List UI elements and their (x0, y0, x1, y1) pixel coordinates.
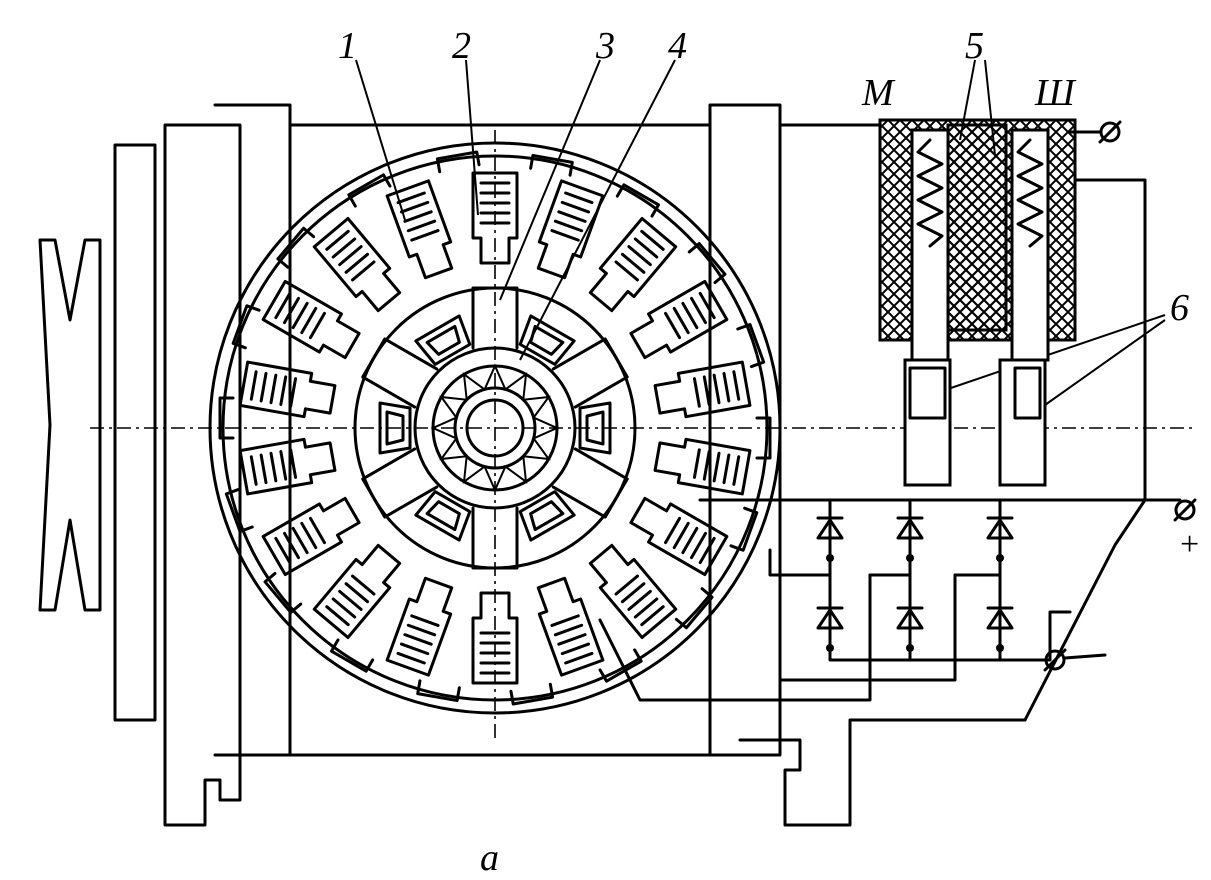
winding-loop (416, 679, 461, 703)
stator-tooth (629, 496, 729, 577)
callout-1: 1 (338, 25, 357, 67)
diode (816, 516, 844, 562)
winding-loop (330, 638, 375, 673)
rotor-pole-window (378, 401, 412, 455)
winding-loop (729, 506, 759, 552)
rotor-pole (551, 447, 629, 519)
winding-loop (687, 242, 727, 285)
rotor-pole (551, 337, 629, 409)
stator-teeth (238, 171, 752, 685)
winding-loop (674, 587, 714, 630)
winding-loop (218, 396, 235, 440)
rotor-pole-window (578, 401, 612, 455)
winding-loop (736, 323, 766, 369)
housing (163, 103, 1027, 827)
stator-tooth (653, 437, 752, 496)
rotor-pole-window (414, 314, 472, 366)
brush-holder (878, 118, 1147, 502)
terminal-plus-sign: + (1180, 526, 1199, 563)
callout-2: 2 (452, 25, 471, 67)
stator-tooth (238, 437, 337, 496)
diode (896, 606, 924, 652)
diode (816, 606, 844, 652)
stator-windings (218, 150, 772, 706)
stator-tooth (312, 543, 402, 639)
winding-loop (615, 183, 660, 218)
brush-label-sh: Ш (1034, 72, 1077, 114)
stator-tooth (536, 179, 605, 280)
terminal-minus (1044, 649, 1066, 671)
rectifier-diodes (816, 516, 1014, 652)
rotor-pole-window (518, 314, 576, 366)
rotor-pole-window (414, 490, 472, 542)
callout-5: 5 (965, 25, 984, 67)
winding-loop (529, 153, 574, 177)
rotor-pole-window (518, 490, 576, 542)
diode (896, 516, 924, 562)
stator-tooth (653, 360, 752, 419)
callout-6: 6 (1170, 287, 1189, 329)
callout-4: 4 (668, 25, 687, 67)
winding-loop (231, 304, 261, 350)
pulley (38, 238, 102, 612)
rotor-pole (361, 447, 439, 519)
winding-loop (435, 150, 481, 174)
terminal-plus (1174, 499, 1196, 521)
winding-loop (276, 226, 316, 269)
winding-loop (598, 648, 643, 683)
stator-tooth (261, 496, 361, 577)
stator-tooth (238, 360, 337, 419)
rectifier-bridge (598, 498, 1182, 722)
stator-tooth (385, 576, 454, 677)
rotor-pole (361, 337, 439, 409)
terminal-field (1099, 121, 1121, 143)
winding-loop (224, 487, 254, 533)
diode (986, 606, 1014, 652)
stator-tooth (385, 179, 454, 280)
winding-loop (263, 571, 303, 614)
stator-tooth (536, 576, 605, 677)
stator-tooth (629, 279, 729, 360)
figure-caption: а (480, 837, 499, 879)
stator-tooth (588, 543, 678, 639)
brush-label-m: М (861, 72, 896, 114)
front-flange (113, 143, 157, 722)
winding-loop (347, 173, 392, 208)
brush-sh (1013, 366, 1042, 420)
stator-tooth (588, 217, 678, 313)
terminals: + (1043, 120, 1199, 672)
brush-m (908, 366, 947, 420)
callout-3: 3 (595, 25, 615, 67)
stator-tooth (261, 279, 361, 360)
winding-loop (755, 416, 772, 460)
diode (986, 516, 1014, 562)
winding-loop (509, 682, 555, 706)
stator-tooth (312, 217, 402, 313)
